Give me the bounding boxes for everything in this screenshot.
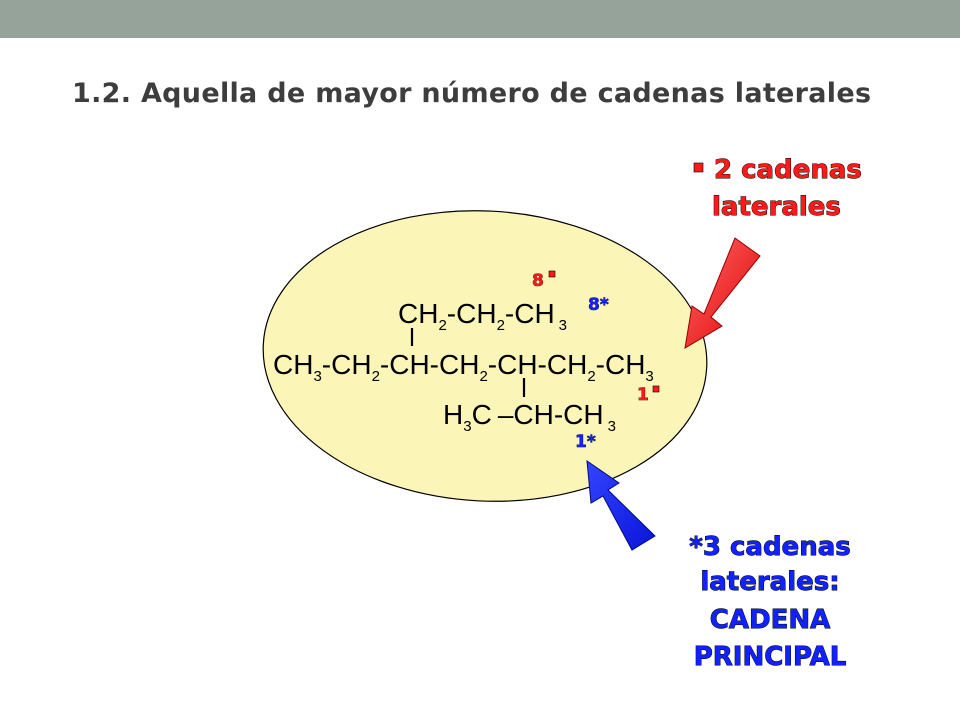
red-number-1: 1 (637, 385, 649, 405)
red-square-bullet-icon (693, 162, 704, 173)
highlight-ellipse (262, 210, 708, 502)
blue-number-1: 1* (575, 432, 596, 452)
red-number-8: 8 (532, 271, 544, 291)
blue-arrow-icon (586, 459, 656, 551)
top-bar (0, 0, 960, 38)
blue-label-line4: PRINCIPAL (694, 642, 847, 672)
blue-label-line2: laterales: (700, 567, 839, 597)
main-chain-formula: CH3-CH2-CH-CH2-CH-CH2-CH3 (273, 349, 654, 385)
red-square-bullet-icon (548, 270, 556, 278)
slide-title: 1.2. Aquella de mayor número de cadenas … (72, 78, 872, 109)
red-label-line1: 2 cadenas (714, 155, 862, 185)
red-square-bullet-icon (652, 385, 660, 393)
blue-label-line1: *3 cadenas (689, 532, 850, 562)
blue-number-8: 8* (588, 295, 609, 315)
red-label-line2: laterales (712, 192, 841, 222)
red-arrow-icon (684, 237, 761, 349)
blue-label-line3: CADENA (710, 605, 830, 635)
